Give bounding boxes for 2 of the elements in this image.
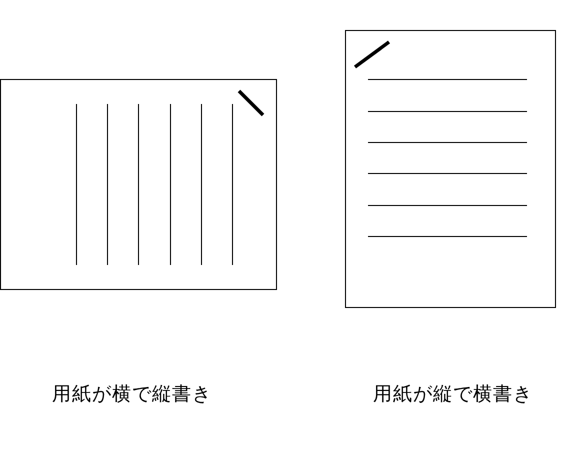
caption: 用紙が縦で横書き [373, 382, 533, 407]
caption: 用紙が横で縦書き [52, 382, 212, 407]
